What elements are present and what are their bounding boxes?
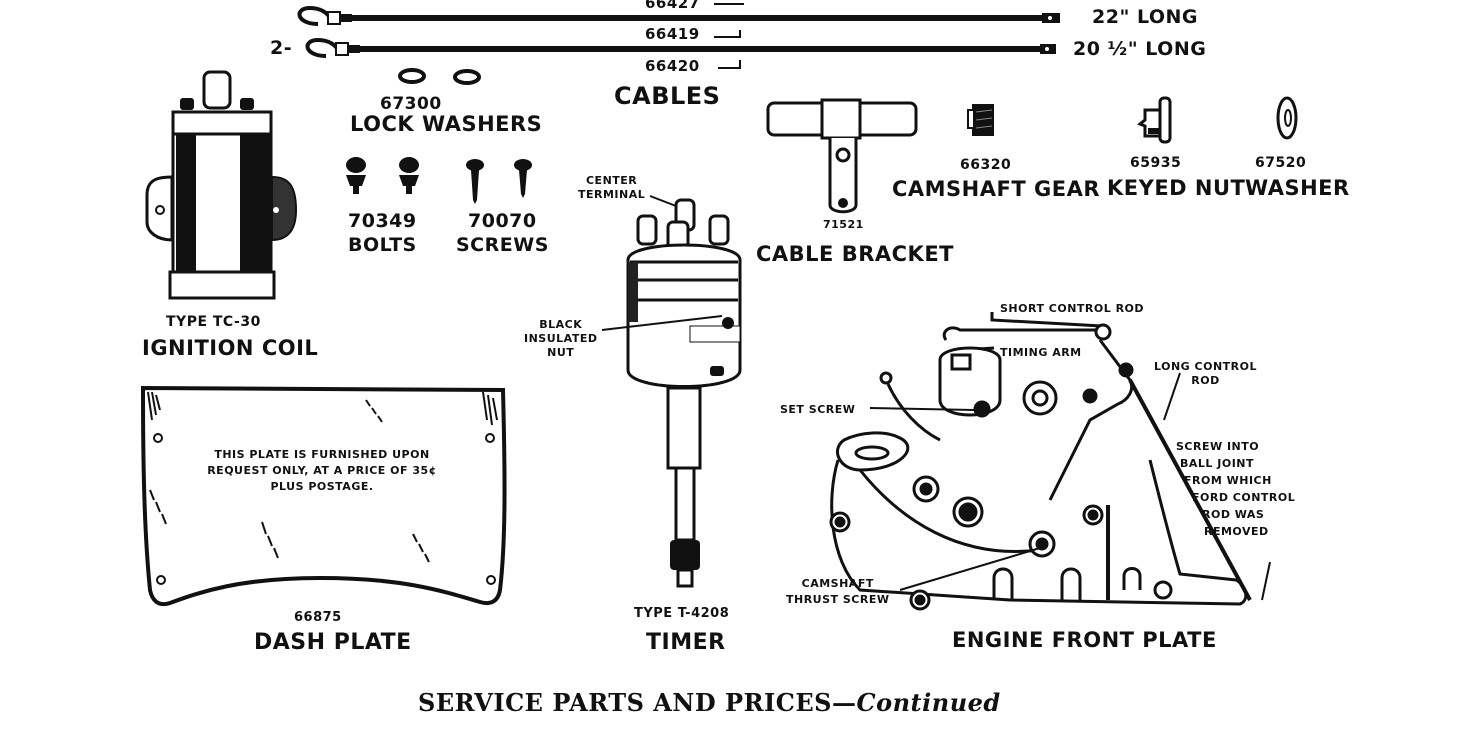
screws-name: SCREWS (456, 234, 549, 256)
camshaft-gear-part-number: 66320 (960, 157, 1012, 173)
cable-length-22: 22" LONG (1092, 6, 1199, 28)
cable-part-number-66427: 66427 (645, 0, 700, 12)
keyed-nut-name: KEYED NUT (1107, 176, 1246, 200)
cable-long-illustration (297, 5, 1060, 26)
lock-washers-part-number: 67300 (380, 94, 442, 114)
callout-long-control-rod: LONG CONTROL ROD (1154, 360, 1257, 388)
keyed-nut-icon (1137, 96, 1172, 144)
engine-front-plate-name: ENGINE FRONT PLATE (952, 628, 1217, 652)
ignition-coil-illustration (145, 70, 298, 300)
dash-plate-illustration (140, 385, 507, 607)
screws-part-number: 70070 (468, 210, 537, 232)
ignition-coil-name: IGNITION COIL (142, 336, 319, 360)
callout-ball-joint: SCREW INTO BALL JOINT FROM WHICH FORD CO… (1176, 438, 1295, 540)
engine-front-plate-illustration (829, 312, 1271, 611)
lock-washers-name: LOCK WASHERS (350, 112, 543, 136)
washer-part-number: 67520 (1255, 155, 1307, 171)
timer-name: TIMER (646, 630, 726, 655)
timer-illustration (601, 195, 742, 588)
callout-line: LONG CONTROL (1154, 360, 1257, 373)
cable-bracket-part-number: 71521 (823, 218, 864, 231)
cable-short-illustration (305, 37, 1056, 58)
callout-line: THRUST SCREW (786, 593, 890, 606)
cables-title: CABLES (614, 82, 721, 110)
cable-part-number-66419: 66419 (645, 25, 700, 43)
keyed-nut-part-number: 65935 (1130, 155, 1182, 171)
footer-title-text: SERVICE PARTS AND PRICES— (418, 688, 857, 717)
lock-washer-icon (398, 68, 481, 85)
bolts-part-number: 70349 (348, 210, 417, 232)
cable-bracket-illustration (766, 98, 918, 214)
dash-plate-note: THIS PLATE IS FURNISHED UPON REQUEST ONL… (172, 447, 472, 495)
bolt-icon (346, 157, 419, 194)
callout-line: SCREW INTO (1176, 440, 1260, 453)
callout-line: CENTER (585, 174, 638, 187)
timer-callout-center-terminal: CENTER TERMINAL (578, 174, 645, 202)
callout-set-screw: SET SCREW (780, 403, 856, 416)
callout-line: INSULATED (524, 332, 598, 345)
callout-line: CAMSHAFT (801, 577, 874, 590)
page-footer-title: SERVICE PARTS AND PRICES—Continued (418, 688, 1001, 717)
callout-line: FROM WHICH (1184, 474, 1272, 487)
callout-line: BLACK (539, 318, 583, 331)
timer-type: TYPE T-4208 (634, 606, 730, 621)
dash-plate-name: DASH PLATE (254, 630, 412, 655)
callout-line: REMOVED (1204, 525, 1269, 538)
screw-icon (466, 159, 532, 204)
ignition-coil-type: TYPE TC-30 (166, 314, 261, 330)
callout-line: ROD WAS (1202, 508, 1265, 521)
callout-timing-arm: TIMING ARM (1000, 346, 1082, 359)
washer-name: WASHER (1245, 176, 1350, 200)
camshaft-gear-name: CAMSHAFT GEAR (892, 177, 1100, 201)
callout-short-control-rod: SHORT CONTROL ROD (1000, 302, 1145, 315)
note-line: REQUEST ONLY, AT A PRICE OF 35¢ (207, 464, 437, 477)
callout-line: TERMINAL (578, 188, 646, 201)
footer-continued-text: Continued (856, 688, 1001, 717)
note-line: THIS PLATE IS FURNISHED UPON (214, 448, 430, 461)
note-line: PLUS POSTAGE. (270, 480, 374, 493)
callout-line: NUT (547, 346, 575, 359)
cable-quantity-prefix: 2- (270, 37, 293, 59)
cable-part-number-66420: 66420 (645, 57, 700, 75)
dash-plate-part-number: 66875 (294, 610, 342, 625)
callout-line: ROD (1191, 374, 1220, 387)
callout-line: FORD CONTROL (1192, 491, 1296, 504)
timer-callout-black-insulated-nut: BLACK INSULATED NUT (524, 318, 597, 360)
cable-bracket-name: CABLE BRACKET (756, 242, 954, 266)
callout-camshaft-thrust-screw: CAMSHAFT THRUST SCREW (786, 576, 889, 608)
camshaft-gear-icon (967, 104, 994, 136)
washer-icon (1276, 96, 1298, 140)
cable-length-20-half: 20 ½" LONG (1073, 38, 1207, 60)
bolts-name: BOLTS (348, 234, 417, 256)
callout-line: BALL JOINT (1180, 457, 1254, 470)
